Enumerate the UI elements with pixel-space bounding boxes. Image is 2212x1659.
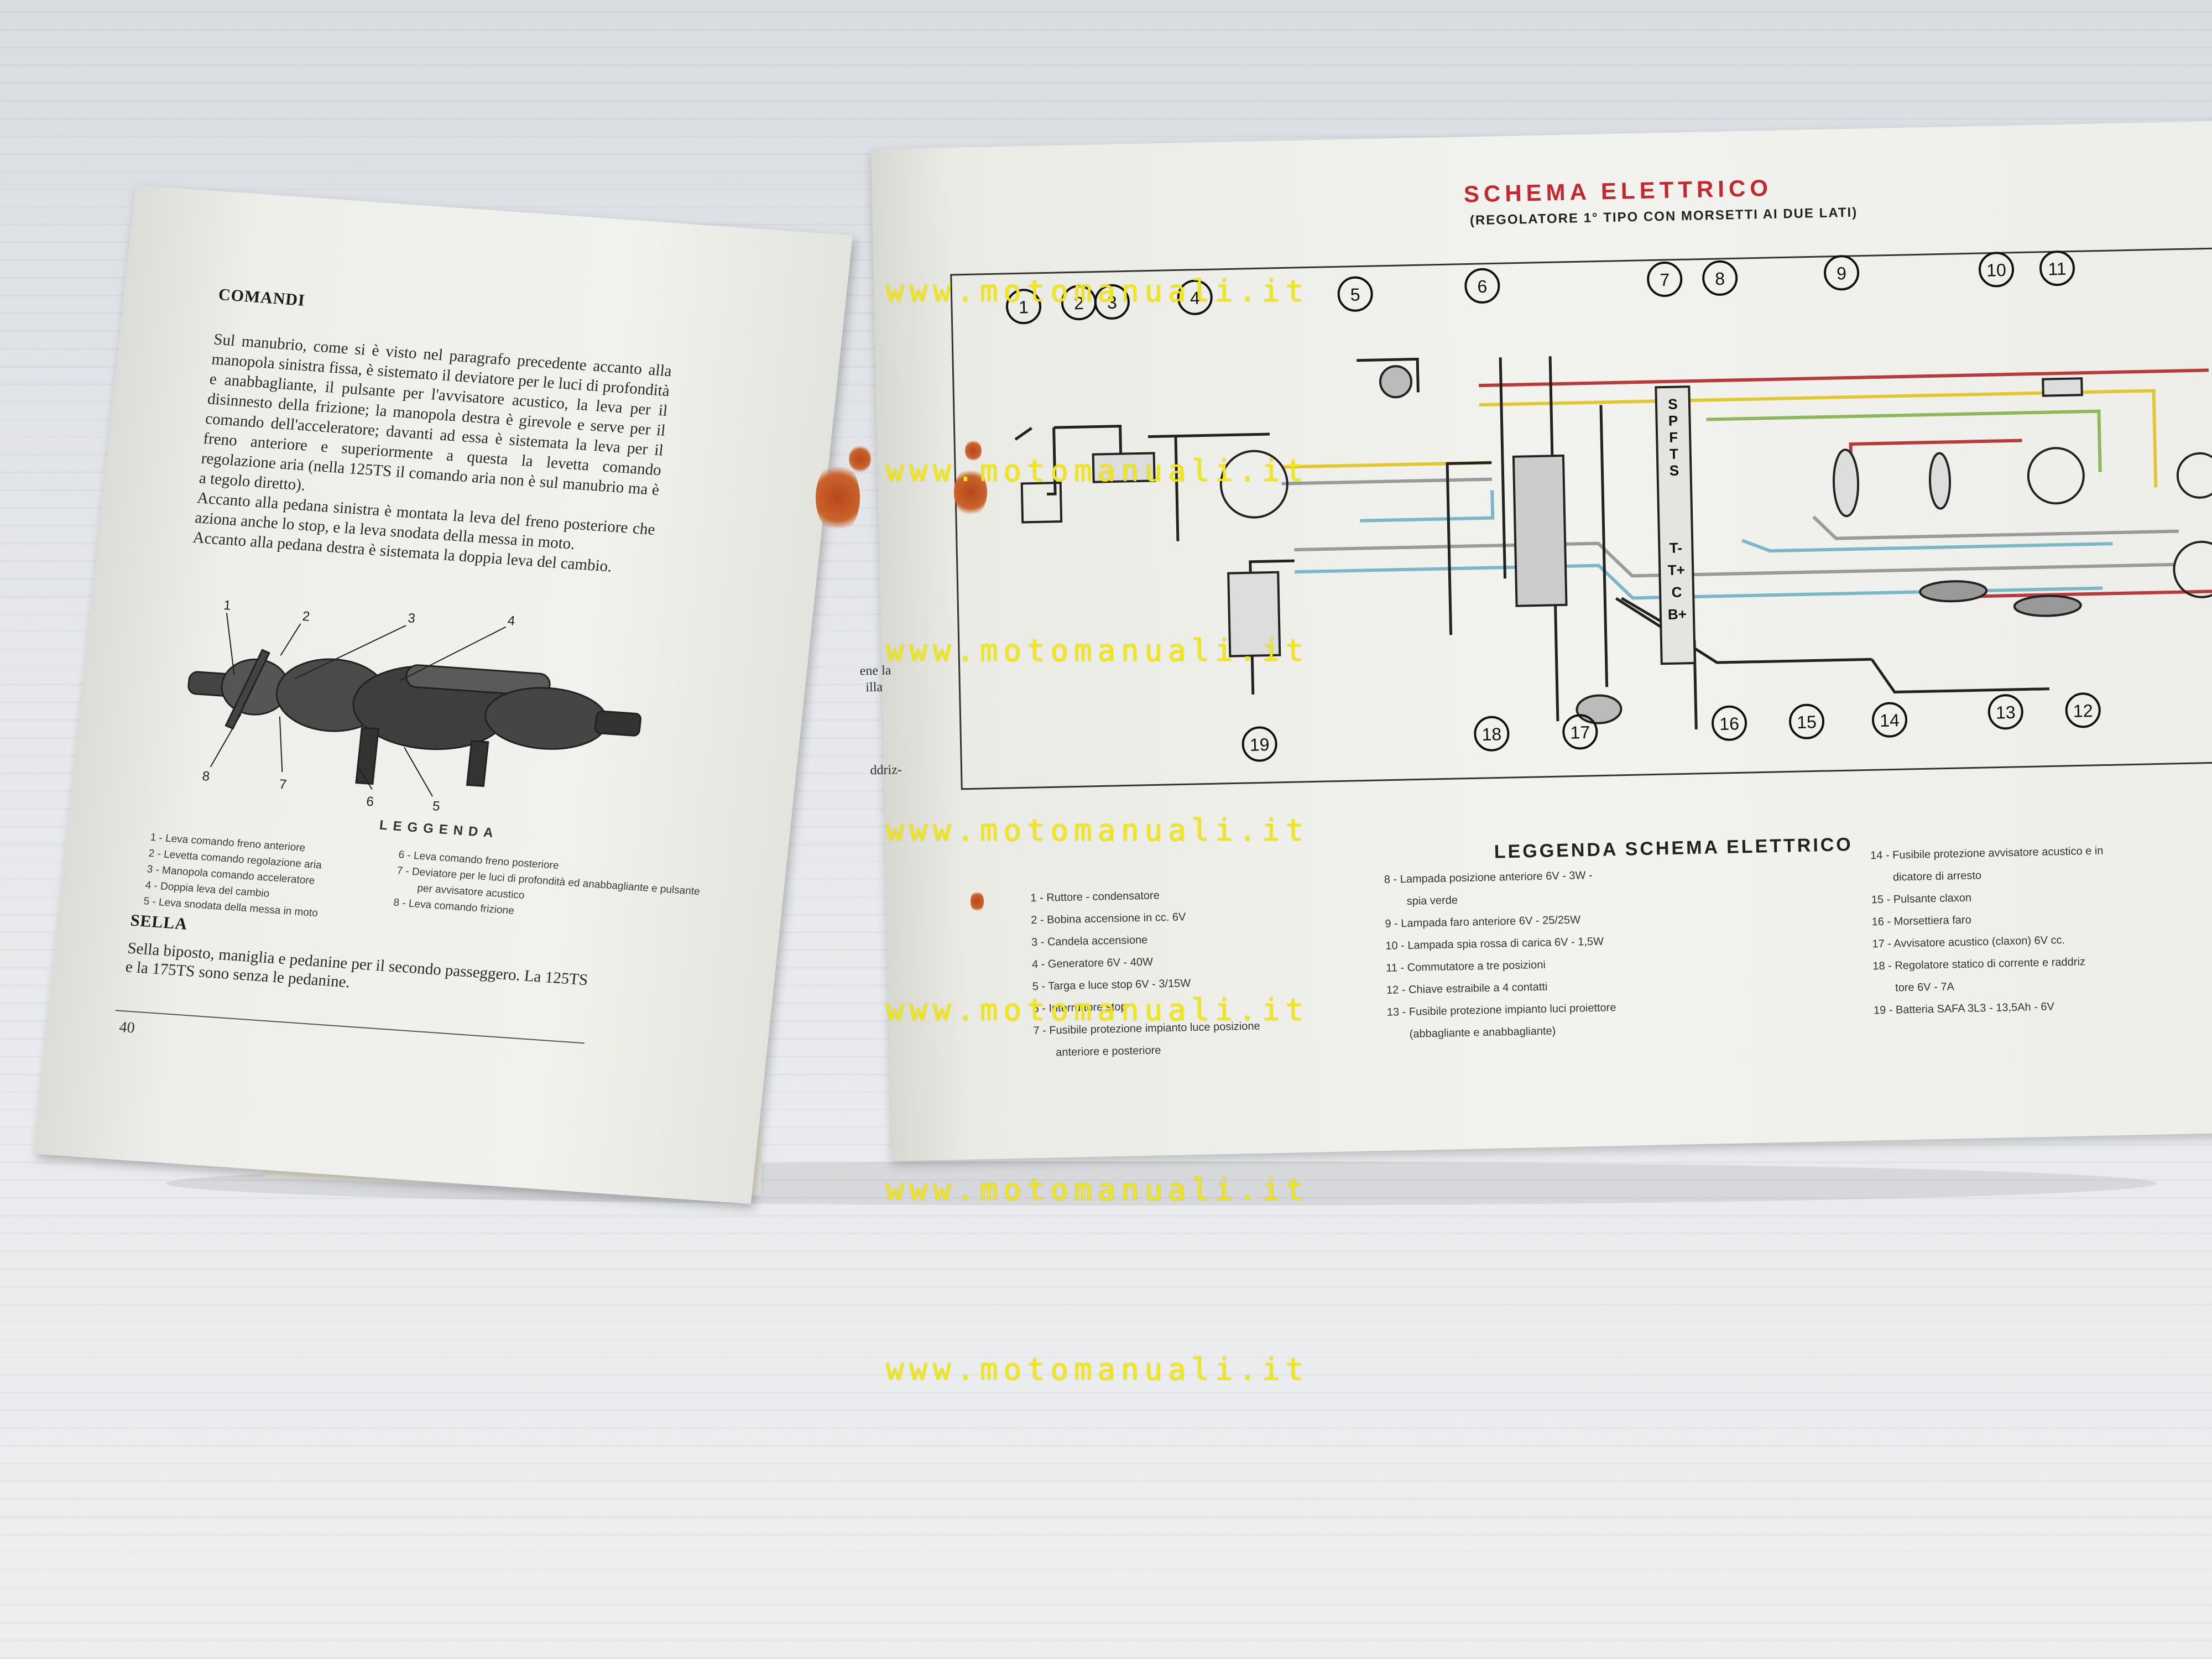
component-number: 12	[2073, 701, 2093, 721]
watermark: www.motomanuali.it	[886, 1172, 1310, 1207]
terminal-label: T-	[1670, 539, 1683, 556]
component-number: 4	[1190, 288, 1200, 308]
component-number: 9	[1837, 263, 1847, 283]
component-number: 13	[1996, 702, 2016, 723]
terminal-label: P	[1668, 413, 1678, 429]
stain	[971, 890, 984, 912]
partial-text: ddriz-	[870, 763, 902, 778]
component-number: 7	[1660, 270, 1670, 290]
paragraph: Sul manubrio, come si è visto nel paragr…	[198, 330, 673, 499]
legend-entry: 19 - Batteria SAFA 3L3 - 13,5Ah - 6V	[1873, 1000, 2055, 1017]
legend-entry: (abbagliante e anabbagliante)	[1409, 1025, 1556, 1040]
watermark: www.motomanuali.it	[886, 813, 1310, 848]
page-number: 40	[118, 1018, 136, 1037]
watermark: www.motomanuali.it	[886, 453, 1310, 488]
legend-column-2: 8 - Lampada posizione anteriore 6V - 3W …	[1384, 864, 1616, 1046]
terminal-label: T+	[1667, 561, 1685, 578]
component-number: 2	[1074, 293, 1084, 313]
watermark: www.motomanuali.it	[886, 633, 1310, 668]
schema-subtitle: (REGOLATORE 1° TIPO CON MORSETTI AI DUE …	[1469, 205, 1858, 228]
heading-comandi: COMANDI	[217, 285, 306, 310]
component-number: 11	[2048, 259, 2067, 279]
figure-number: 2	[302, 609, 311, 624]
legend-column-3: 14 - Fusibile protezione avvisatore acus…	[1870, 840, 2107, 1022]
component-number: 10	[1986, 260, 2006, 280]
stain	[816, 462, 860, 534]
comandi-text: Sul manubrio, come si è visto nel paragr…	[192, 330, 672, 580]
component-number: 17	[1570, 722, 1590, 743]
component-number: 6	[1477, 276, 1488, 296]
heading-sella: SELLA	[129, 911, 189, 933]
figure-number: 3	[407, 611, 416, 626]
component-number: 16	[1719, 713, 1739, 734]
divider	[115, 1010, 585, 1044]
figure-number: 4	[507, 613, 516, 629]
figure-number: 5	[432, 799, 441, 814]
figure-number: 7	[279, 777, 288, 792]
legend-right: 6 - Leva comando freno posteriore 7 - De…	[393, 847, 702, 932]
figure-number: 8	[201, 769, 210, 784]
watermark: www.motomanuali.it	[886, 1352, 1310, 1387]
schema-title: SCHEMA ELETTRICO	[1463, 174, 1773, 207]
legend-entry: anteriore e posteriore	[1056, 1044, 1161, 1059]
legend-column-1: 1 - Ruttore - condensatore 2 - Bobina ac…	[1030, 883, 1261, 1065]
terminal-label: S	[1669, 462, 1679, 479]
sella-text: Sella biposto, maniglia e pedanine per i…	[124, 939, 589, 992]
figure-number: 6	[366, 794, 374, 810]
watermark: www.motomanuali.it	[886, 993, 1310, 1027]
component-number: 3	[1107, 293, 1118, 312]
component-number: 5	[1350, 285, 1360, 305]
wiring-diagram: 1 2 3 4 5 6 7 8 9 10 11 12 13 14 15 16 1…	[950, 247, 2212, 790]
component-number: 14	[1880, 710, 1900, 731]
stain	[849, 445, 871, 473]
legend-left: 1 - Leva comando freno anteriore 2 - Lev…	[143, 830, 325, 921]
partial-text: illa	[865, 680, 883, 695]
terminal-label: S	[1668, 396, 1678, 413]
legend-schema-title: LEGGENDA SCHEMA ELETTRICO	[1494, 834, 1854, 863]
watermark: www.motomanuali.it	[886, 274, 1310, 309]
left-page: COMANDI Sul manubrio, come si è visto ne…	[33, 185, 853, 1204]
terminal-label: B+	[1668, 606, 1687, 623]
component-number: 1	[1019, 297, 1029, 317]
stain	[965, 440, 982, 462]
component-number: 8	[1715, 269, 1725, 289]
motorcycle-illustration: 1 2 3 4 5 6 7 8	[187, 598, 641, 814]
figure-number: 1	[223, 598, 232, 613]
right-page: SCHEMA ELETTRICO (REGOLATORE 1° TIPO CON…	[859, 121, 2212, 1161]
component-number: 18	[1481, 724, 1501, 744]
stain	[954, 467, 987, 517]
terminal-label: C	[1671, 583, 1682, 600]
terminal-label: F	[1669, 429, 1678, 446]
component-number: 19	[1250, 734, 1270, 755]
component-number: 15	[1797, 712, 1817, 732]
terminal-label: T	[1670, 446, 1679, 462]
